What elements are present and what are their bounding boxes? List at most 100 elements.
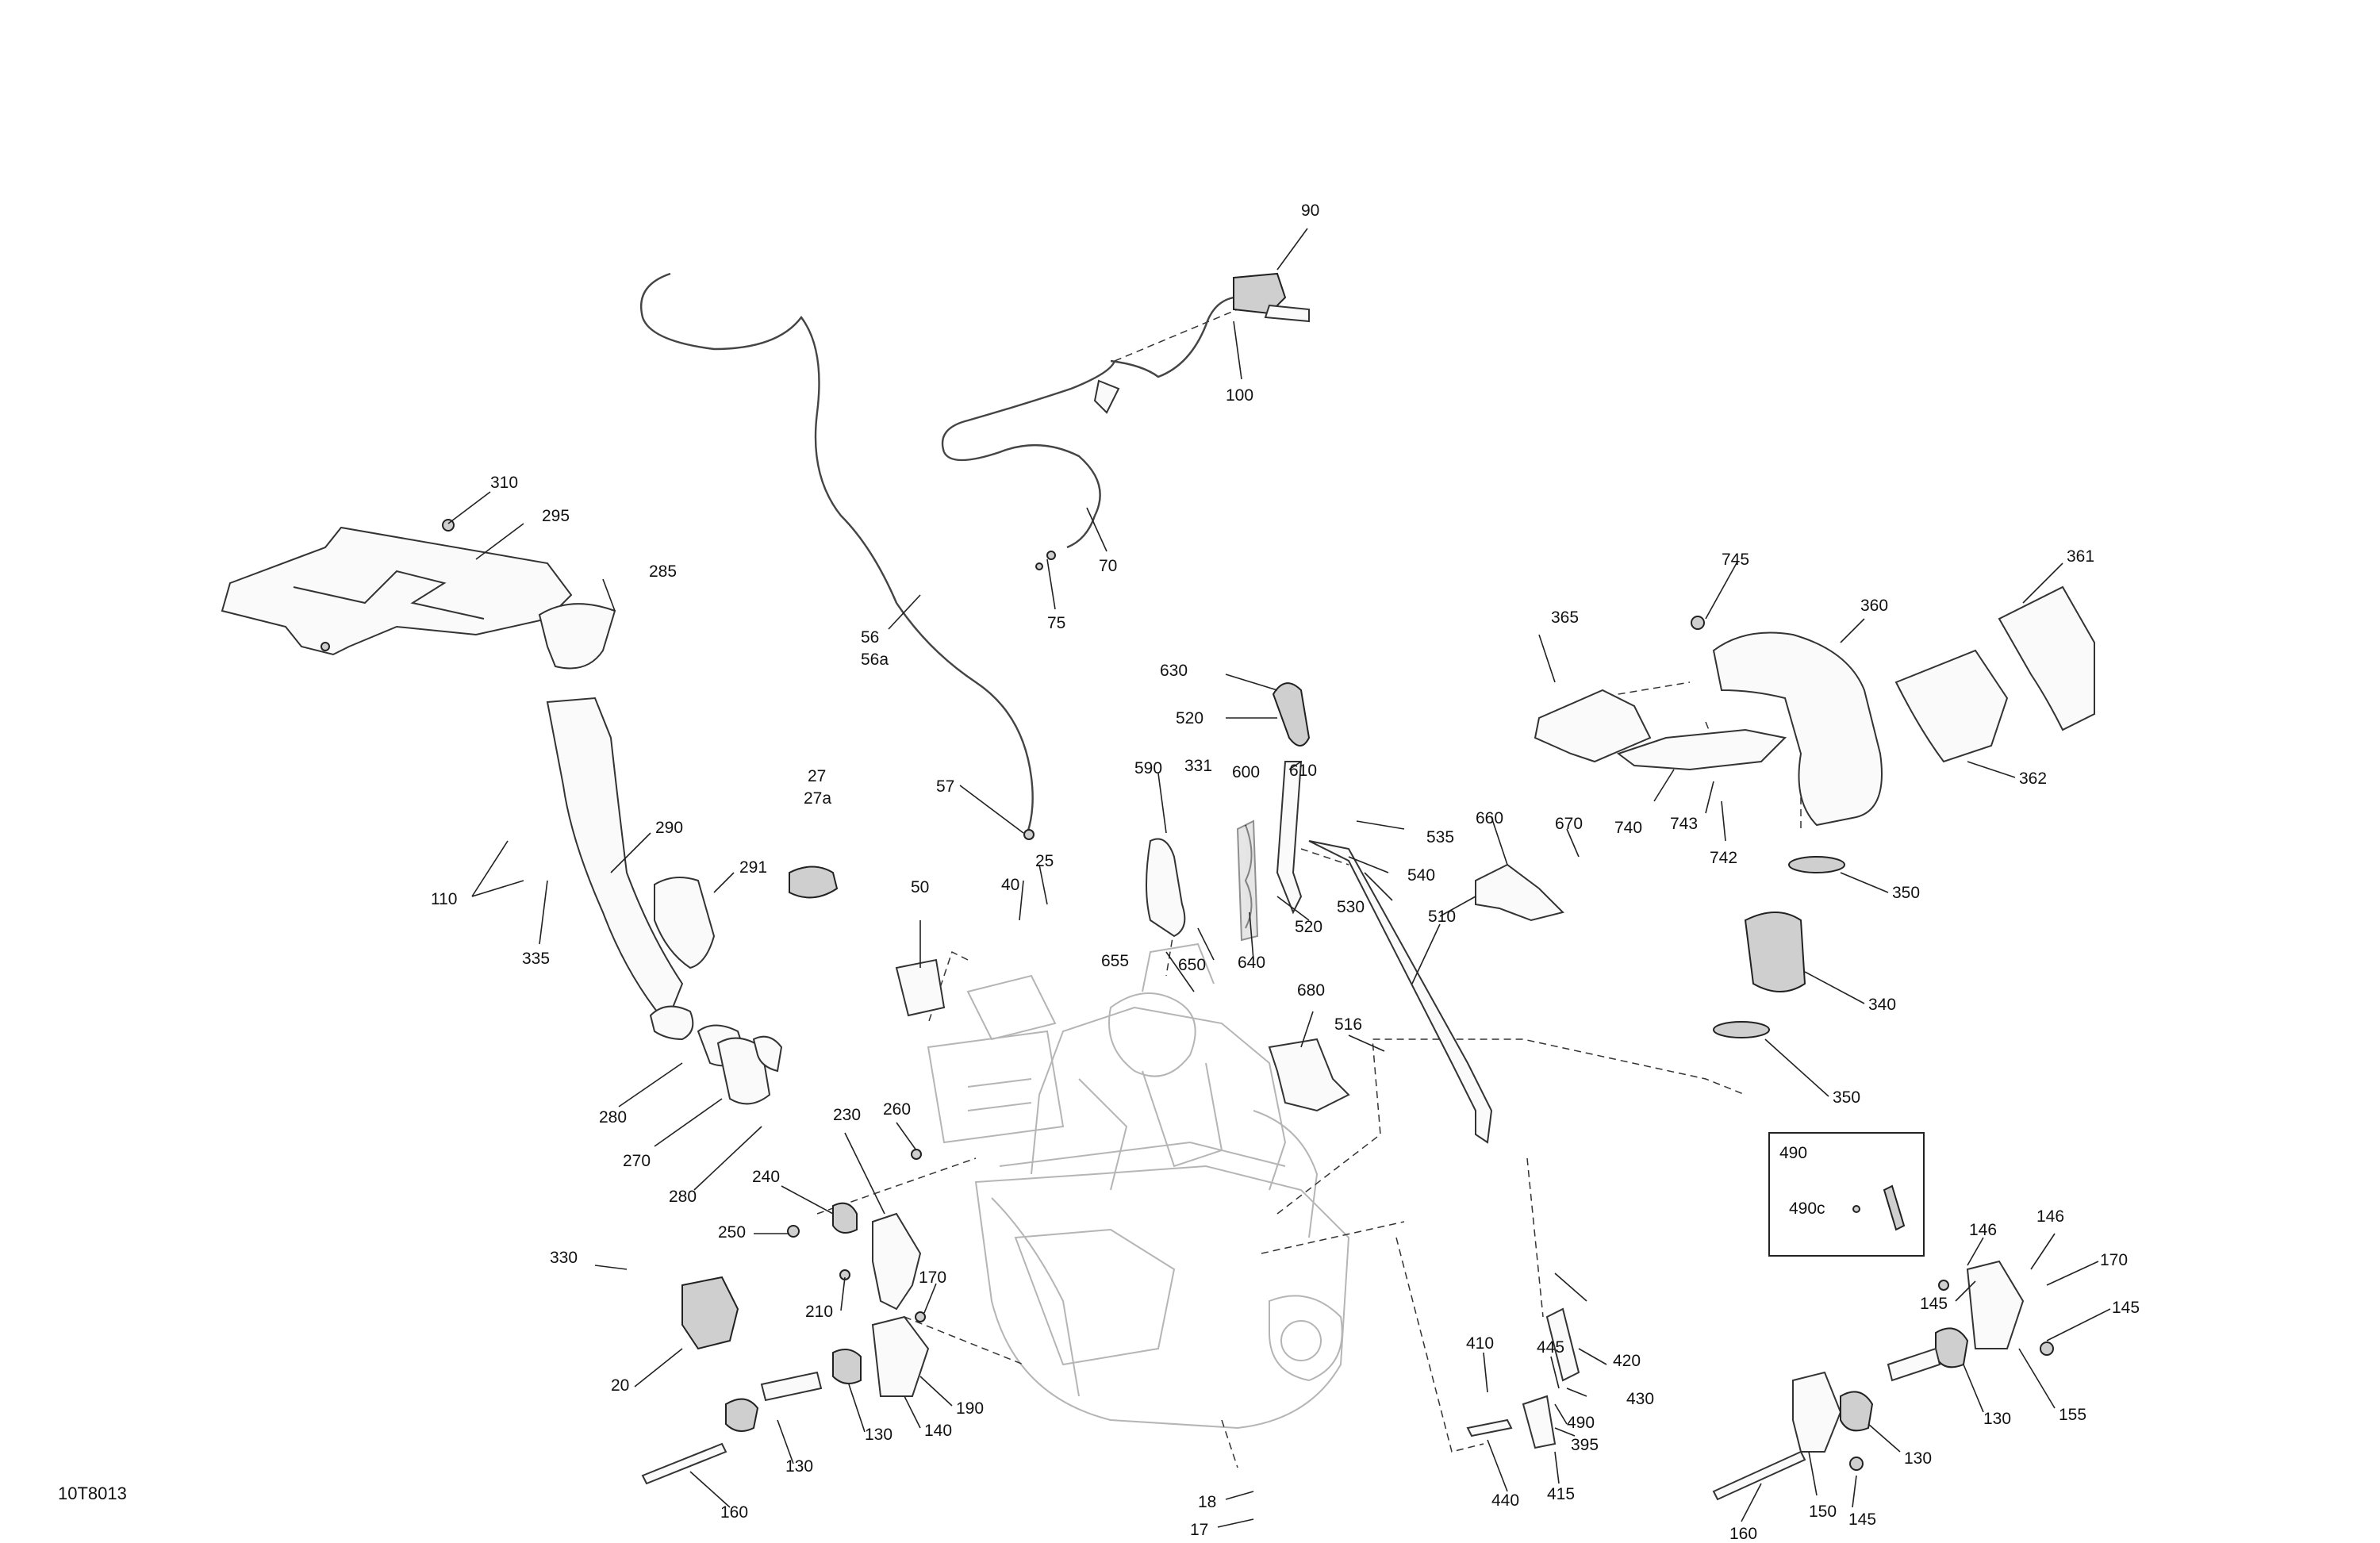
shield-361 [1998, 585, 2095, 731]
clamp-350b [1713, 1021, 1770, 1038]
bracket-155 [1966, 1260, 2025, 1349]
label-600: 600 [1232, 763, 1260, 781]
label-57: 57 [936, 777, 954, 796]
guard-20 [681, 1276, 739, 1350]
label-420: 420 [1613, 1352, 1641, 1370]
label-145c: 145 [1848, 1510, 1876, 1529]
label-27a: 27a [804, 789, 831, 808]
intake-duct-290 [546, 697, 684, 1025]
bracket-140 [871, 1315, 930, 1397]
label-520a: 520 [1176, 709, 1203, 727]
engine-assembly [927, 942, 1350, 1430]
bushing-130c [1935, 1327, 1969, 1368]
label-630: 630 [1160, 662, 1188, 680]
label-155: 155 [2059, 1406, 2086, 1424]
label-130a: 130 [865, 1426, 892, 1444]
label-365: 365 [1551, 608, 1579, 627]
label-90: 90 [1301, 202, 1319, 220]
bushing-240 [832, 1202, 858, 1234]
label-150: 150 [1809, 1503, 1837, 1521]
label-285: 285 [649, 562, 677, 581]
label-510: 510 [1428, 908, 1456, 926]
boot-270 [716, 1037, 771, 1105]
label-540: 540 [1407, 866, 1435, 885]
inset-box-490: 490 [1768, 1132, 1925, 1257]
label-360: 360 [1860, 597, 1888, 615]
label-362: 362 [2019, 770, 2047, 788]
intake-cap-285 [538, 603, 616, 670]
label-75: 75 [1047, 614, 1065, 632]
callout-labels: 90 100 70 75 56 56a 57 310 295 285 290 2… [431, 202, 2140, 1543]
label-160b: 160 [1729, 1525, 1757, 1543]
label-520b: 520 [1295, 918, 1322, 936]
lever-610 [1276, 761, 1303, 915]
cable-56 [640, 272, 1034, 834]
inset-title: 490 [1779, 1144, 1807, 1162]
label-490c: 490c [1789, 1199, 1825, 1218]
bolt-160a [641, 1442, 727, 1485]
duct-360 [1712, 631, 1883, 827]
label-40: 40 [1001, 876, 1019, 894]
label-110: 110 [431, 890, 457, 908]
shield-362 [1894, 649, 2009, 763]
label-145a: 145 [1920, 1295, 1948, 1313]
label-295: 295 [542, 507, 570, 525]
mount-bracket-230 [872, 1212, 922, 1311]
bolt-160b [1712, 1450, 1806, 1501]
label-270: 270 [623, 1152, 651, 1170]
engine-mount-group-right [1466, 1260, 2054, 1501]
leader-lines [447, 228, 2111, 1528]
knob-630 [1272, 682, 1311, 747]
label-610: 610 [1289, 762, 1317, 780]
label-170a: 170 [919, 1269, 946, 1287]
label-100: 100 [1226, 386, 1253, 405]
label-670: 670 [1555, 815, 1583, 833]
shift-link-420 [1545, 1307, 1580, 1382]
label-530: 530 [1337, 898, 1365, 916]
label-330: 330 [550, 1249, 578, 1267]
clamp-350a [1788, 856, 1845, 873]
label-535: 535 [1426, 828, 1454, 846]
label-310: 310 [490, 474, 518, 492]
label-290: 290 [655, 819, 683, 837]
bracket-660 [1475, 863, 1564, 922]
label-395: 395 [1571, 1436, 1599, 1454]
label-190: 190 [956, 1399, 984, 1418]
label-340: 340 [1868, 996, 1896, 1014]
label-27: 27 [808, 767, 826, 785]
label-430: 430 [1626, 1390, 1654, 1408]
assembly-dashed-lines [816, 309, 1802, 1468]
bushing-130d [1840, 1391, 1874, 1432]
air-intake-group [221, 519, 783, 1105]
label-445: 445 [1537, 1338, 1564, 1357]
grommet-27 [789, 866, 839, 899]
label-25: 25 [1035, 852, 1054, 870]
label-410: 410 [1466, 1334, 1494, 1353]
label-20: 20 [611, 1376, 629, 1395]
label-210: 210 [805, 1303, 833, 1321]
label-740: 740 [1614, 819, 1642, 837]
duct-291 [654, 877, 716, 969]
label-335: 335 [522, 950, 550, 968]
cable-group [640, 272, 1310, 840]
elbow-365 [1534, 689, 1652, 763]
label-230: 230 [833, 1106, 861, 1124]
label-70: 70 [1099, 557, 1117, 575]
label-146b: 146 [2036, 1207, 2064, 1226]
label-140: 140 [924, 1422, 952, 1440]
label-250: 250 [718, 1223, 746, 1242]
label-680: 680 [1297, 981, 1325, 1000]
label-160a: 160 [720, 1503, 748, 1522]
label-440: 440 [1491, 1491, 1519, 1510]
bushing-130a [832, 1349, 862, 1384]
label-745: 745 [1722, 551, 1749, 569]
drawing-code: 10T8013 [58, 1484, 127, 1503]
label-130b: 130 [785, 1457, 813, 1476]
label-280b: 280 [669, 1188, 697, 1206]
label-56a: 56a [861, 651, 889, 669]
label-331: 331 [1184, 757, 1212, 775]
label-640: 640 [1238, 954, 1265, 972]
bracket-395 [1522, 1395, 1557, 1449]
label-130c: 130 [1983, 1410, 2011, 1428]
